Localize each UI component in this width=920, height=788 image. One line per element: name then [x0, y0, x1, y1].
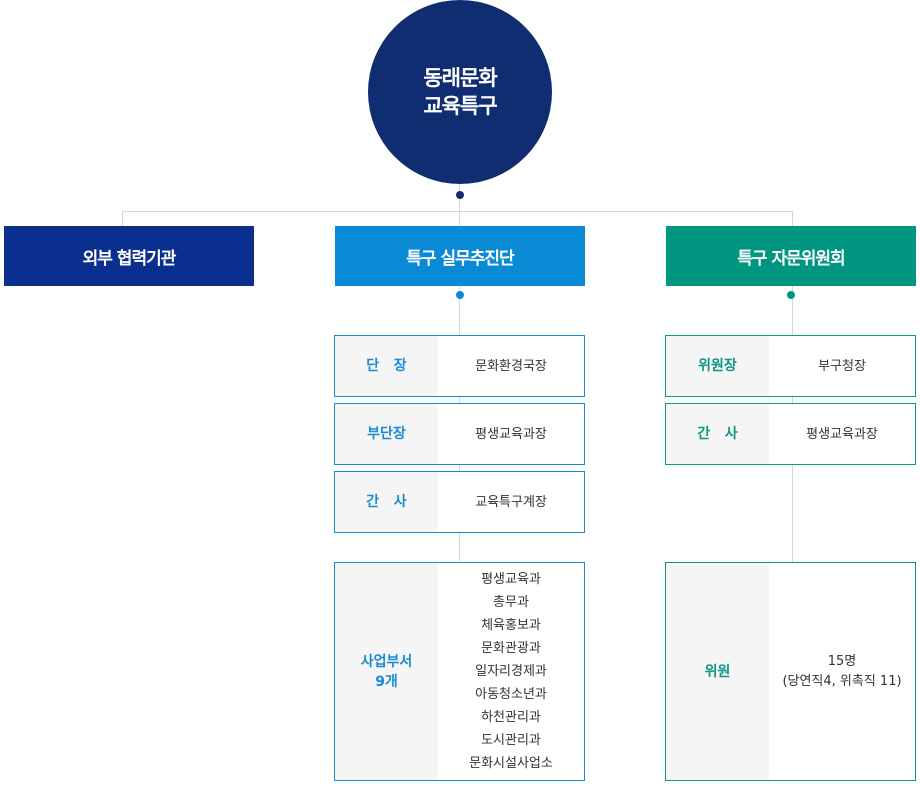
- member-count: 15명: [827, 653, 857, 669]
- department: 도시관리과: [481, 733, 541, 748]
- role-label: 단 장: [335, 336, 438, 396]
- role-label: 간 사: [335, 472, 438, 532]
- role-row: 간 사 교육특구계장: [334, 471, 585, 533]
- root-title-line1: 동래문화: [423, 66, 497, 90]
- role-label: 간 사: [666, 404, 769, 464]
- department: 체육홍보과: [481, 618, 541, 633]
- department: 평생교육과: [481, 572, 541, 587]
- department: 문화시설사업소: [469, 756, 553, 771]
- department: 하천관리과: [481, 710, 541, 725]
- root-title-line2: 교육특구: [423, 94, 497, 118]
- connector: [122, 211, 123, 226]
- node-dot: [456, 291, 464, 299]
- branch-task-force: 특구 실무추진단: [335, 226, 585, 286]
- connector: [122, 211, 793, 212]
- connector: [459, 184, 460, 226]
- role-row: 단 장 문화환경국장: [334, 335, 585, 397]
- node-dot: [787, 291, 795, 299]
- role-row: 위원 15명 (당연직4, 위촉직 11): [665, 562, 916, 781]
- department: 아동청소년과: [475, 687, 547, 702]
- member-breakdown: (당연직4, 위촉직 11): [782, 673, 902, 689]
- branch-advisory: 특구 자문위원회: [666, 226, 916, 286]
- connector: [792, 211, 793, 226]
- department: 일자리경제과: [475, 664, 547, 679]
- node-dot: [456, 191, 464, 199]
- department: 총무과: [493, 595, 529, 610]
- role-row: 사업부서 9개 평생교육과 총무과 체육홍보과 문화관광과 일자리경제과 아동청…: [334, 562, 585, 781]
- role-label: 사업부서 9개: [335, 563, 438, 780]
- role-label: 위원장: [666, 336, 769, 396]
- role-label: 부단장: [335, 404, 438, 464]
- role-label: 위원: [666, 563, 769, 780]
- role-row: 부단장 평생교육과장: [334, 403, 585, 465]
- role-value: 문화환경국장: [475, 358, 547, 374]
- department: 문화관광과: [481, 641, 541, 656]
- role-value: 평생교육과장: [806, 426, 878, 442]
- role-value: 부구청장: [818, 358, 866, 374]
- role-row: 간 사 평생교육과장: [665, 403, 916, 465]
- role-row: 위원장 부구청장: [665, 335, 916, 397]
- role-value: 평생교육과장: [475, 426, 547, 442]
- branch-external: 외부 협력기관: [4, 226, 254, 286]
- role-value: 교육특구계장: [475, 494, 547, 510]
